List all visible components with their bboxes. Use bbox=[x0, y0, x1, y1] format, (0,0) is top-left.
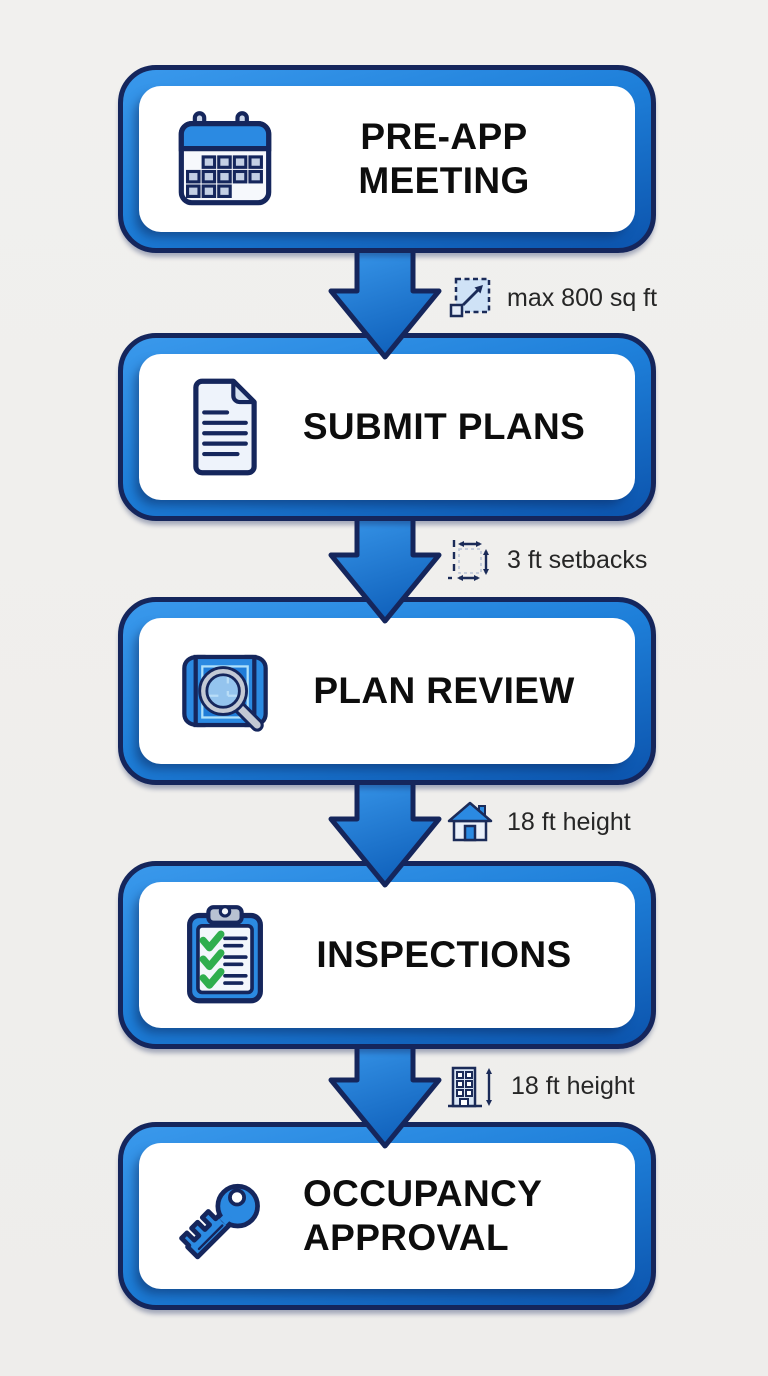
step-box-pre-app-meeting: PRE-APP MEETING bbox=[118, 65, 656, 253]
calendar-icon bbox=[178, 111, 272, 206]
step-title: PRE-APP MEETING bbox=[358, 115, 530, 201]
step-panel: PLAN REVIEW bbox=[139, 618, 635, 764]
step-title: PLAN REVIEW bbox=[313, 669, 575, 711]
house-icon bbox=[447, 801, 493, 842]
key-icon bbox=[179, 1183, 260, 1260]
step-box-inspections: INSPECTIONS bbox=[118, 861, 656, 1049]
setback-dimension-icon bbox=[448, 540, 489, 581]
down-arrow bbox=[328, 1034, 442, 1149]
down-arrow bbox=[328, 245, 442, 360]
checklist-clipboard-icon bbox=[187, 905, 263, 1004]
step-box-plan-review: PLAN REVIEW bbox=[118, 597, 656, 785]
annotation-text: 18 ft height bbox=[507, 807, 631, 836]
down-arrow bbox=[328, 509, 442, 624]
step-panel: PRE-APP MEETING bbox=[139, 86, 635, 232]
document-icon bbox=[193, 378, 257, 476]
step-panel: SUBMIT PLANS bbox=[139, 354, 635, 500]
annotation-text: max 800 sq ft bbox=[507, 283, 658, 312]
annotation-max-area: max 800 sq ft bbox=[446, 274, 657, 322]
annotation-setbacks: 3 ft setbacks bbox=[446, 536, 647, 584]
step-title: OCCUPANCY APPROVAL bbox=[277, 1172, 611, 1261]
annotation-height-limit: 18 ft height bbox=[446, 798, 631, 846]
step-title: SUBMIT PLANS bbox=[302, 405, 586, 447]
annotation-building-height: 18 ft height bbox=[446, 1062, 635, 1110]
blueprint-magnifier-icon bbox=[182, 654, 268, 732]
step-title-text: OCCUPANCY APPROVAL bbox=[303, 1172, 542, 1258]
step-box-occupancy-approval: OCCUPANCY APPROVAL bbox=[118, 1122, 656, 1310]
step-title: INSPECTIONS bbox=[316, 933, 572, 975]
down-arrow bbox=[328, 773, 442, 888]
step-panel: OCCUPANCY APPROVAL bbox=[139, 1143, 635, 1289]
area-resize-icon bbox=[449, 277, 491, 318]
building-height-icon bbox=[448, 1066, 492, 1108]
step-box-submit-plans: SUBMIT PLANS bbox=[118, 333, 656, 521]
annotation-text: 18 ft height bbox=[511, 1071, 635, 1100]
step-panel: INSPECTIONS bbox=[139, 882, 635, 1028]
annotation-text: 3 ft setbacks bbox=[507, 545, 648, 574]
